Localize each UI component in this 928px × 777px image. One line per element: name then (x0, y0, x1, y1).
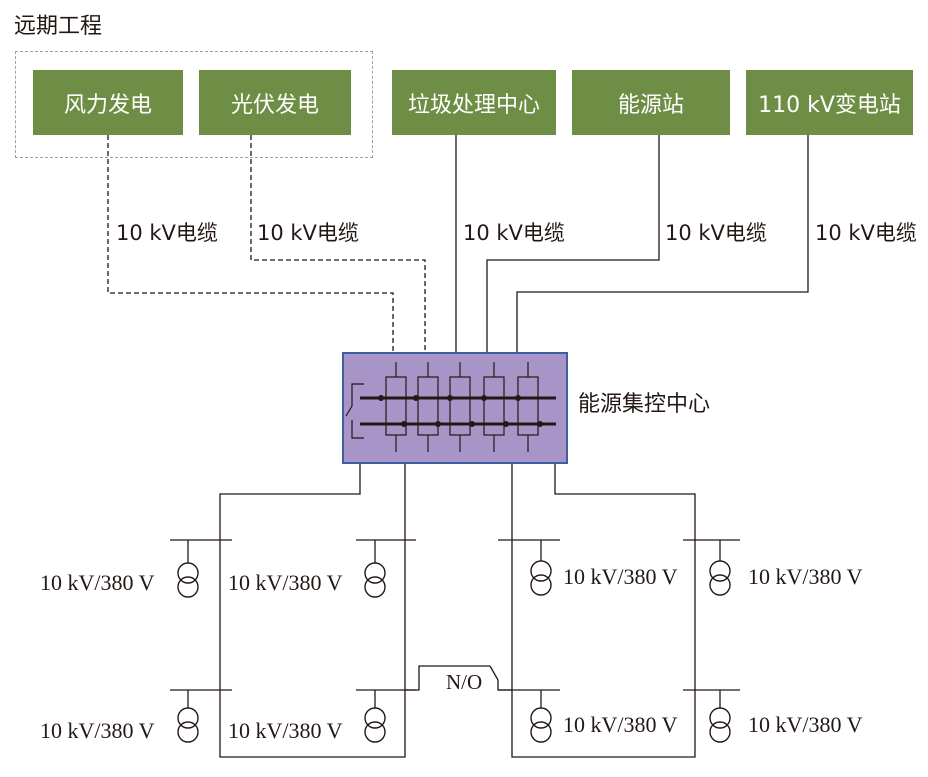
wind-cable-label: 10 kV电缆 (116, 221, 218, 245)
solar-cable-line (250, 135, 426, 352)
substation-box: 110 kV变电站 (746, 70, 913, 135)
transformer-label: 10 kV/380 V (563, 564, 678, 589)
tie-switch-label: N/O (446, 670, 483, 694)
transformer-label: 10 kV/380 V (563, 712, 678, 737)
wind-power-label: 风力发电 (63, 92, 152, 118)
substation-cable-label: 10 kV电缆 (815, 221, 917, 245)
transformer-icon (177, 707, 199, 743)
far-term-label: 远期工程 (14, 14, 103, 39)
wind-cable-line (107, 135, 394, 352)
energy-station-label: 能源站 (617, 92, 684, 118)
transformer-label: 10 kV/380 V (748, 564, 863, 589)
tie-switch-blade (489, 665, 499, 681)
feeder-right-outer (511, 464, 696, 758)
tie-line (405, 665, 512, 691)
energy-station-box: 能源站 (572, 70, 730, 135)
wind-power-box: 风力发电 (33, 70, 183, 135)
solar-power-box: 光伏发电 (199, 70, 351, 135)
waste-treatment-label: 垃圾处理中心 (407, 92, 540, 118)
transformer-label: 10 kV/380 V (228, 570, 343, 595)
far-term-frame (15, 51, 373, 158)
transformer-icon (709, 707, 731, 743)
waste-treatment-box: 垃圾处理中心 (392, 70, 556, 135)
solar-cable-label: 10 kV电缆 (257, 221, 359, 245)
transformer-label: 10 kV/380 V (40, 718, 155, 743)
transformer-label: 10 kV/380 V (748, 712, 863, 737)
energy-station-cable-line (486, 135, 660, 352)
energy-station-cable-label: 10 kV电缆 (665, 221, 767, 245)
transformer-icon (709, 560, 731, 596)
solar-power-label: 光伏发电 (230, 92, 319, 118)
substation-cable-line (516, 135, 809, 352)
control-center-box (342, 352, 568, 464)
feeder-left-outer (219, 464, 406, 758)
transformer-icon (530, 560, 552, 596)
waste-cable-label: 10 kV电缆 (463, 221, 565, 245)
substation-label: 110 kV变电站 (758, 92, 901, 118)
transformer-icon (530, 707, 552, 743)
transformer-label: 10 kV/380 V (228, 718, 343, 743)
transformer-icon (364, 562, 386, 598)
control-center-internal (345, 362, 556, 452)
bus-junction-dots (378, 395, 543, 427)
transformer-icon (177, 562, 199, 598)
control-center-label: 能源集控中心 (578, 392, 711, 417)
transformer-label: 10 kV/380 V (40, 570, 155, 595)
transformer-icon (364, 707, 386, 743)
